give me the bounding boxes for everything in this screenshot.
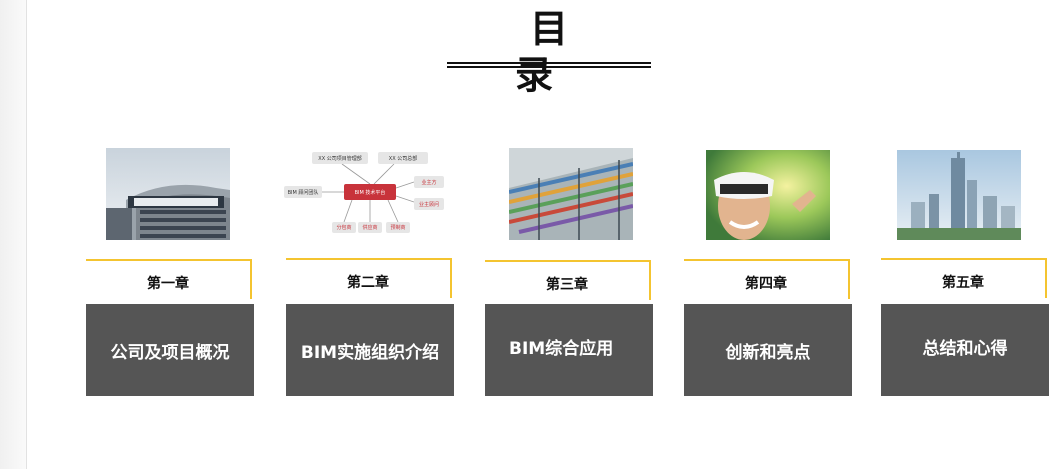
chapter-4-label: 第四章 bbox=[684, 259, 850, 299]
chapter-4-title: 创新和亮点 bbox=[725, 342, 811, 363]
org-box-consult: BIM 顾问团队 bbox=[288, 189, 319, 196]
title-underline-bottom bbox=[447, 66, 651, 68]
org-box-hq: XX 公司总部 bbox=[389, 155, 417, 162]
org-box-pm: XX 公司项目管理部 bbox=[318, 155, 361, 162]
page-title: 目 录 bbox=[514, 7, 598, 97]
org-chart: XX 公司项目管理部 XX 公司总部 BIM 顾问团队 BIM 技术平台 业主方… bbox=[282, 146, 448, 240]
chapter-1-number: 第一章 bbox=[147, 276, 189, 292]
chapter-2-title: BIM实施组织介绍 bbox=[300, 342, 440, 363]
chapter-1-label: 第一章 bbox=[86, 259, 252, 299]
chapter-5-title-box[interactable]: 总结和心得 bbox=[881, 304, 1049, 396]
chapter-5-number: 第五章 bbox=[942, 275, 984, 291]
building-photo bbox=[106, 148, 230, 240]
chapter-5[interactable]: 第五章 总结和心得 bbox=[881, 0, 1051, 469]
chapter-5-label: 第五章 bbox=[881, 258, 1047, 298]
chapter-1-title-box[interactable]: 公司及项目概况 bbox=[86, 304, 254, 396]
chapter-2[interactable]: XX 公司项目管理部 XX 公司总部 BIM 顾问团队 BIM 技术平台 业主方… bbox=[282, 0, 456, 469]
chapter-3-title-box[interactable]: BIM综合应用 bbox=[485, 304, 653, 396]
title-underline-top bbox=[447, 62, 651, 64]
org-box-sub: 分包商 bbox=[336, 224, 351, 231]
chapter-5-title: 总结和心得 bbox=[922, 339, 1008, 359]
chapter-3[interactable]: 第三章 BIM综合应用 bbox=[485, 0, 655, 469]
org-box-prefab: 预制商 bbox=[390, 224, 405, 231]
org-box-owner-consult: 业主顾问 bbox=[419, 201, 439, 208]
chapter-3-number: 第三章 bbox=[546, 277, 588, 293]
chapter-3-label: 第三章 bbox=[485, 260, 651, 300]
chapter-4-number: 第四章 bbox=[745, 276, 787, 292]
chapter-3-title: BIM综合应用 bbox=[509, 339, 614, 359]
slide-left-margin bbox=[0, 0, 27, 469]
chapter-2-title-box[interactable]: BIM实施组织介绍 bbox=[286, 304, 454, 396]
chapter-4-title-box[interactable]: 创新和亮点 bbox=[684, 304, 852, 396]
chapter-1[interactable]: 第一章 公司及项目概况 bbox=[86, 0, 256, 469]
org-box-supplier: 供应商 bbox=[362, 224, 377, 231]
chapter-1-title: 公司及项目概况 bbox=[110, 342, 230, 363]
org-box-owner: 业主方 bbox=[421, 179, 436, 186]
chapter-2-number: 第二章 bbox=[347, 275, 389, 291]
org-box-platform: BIM 技术平台 bbox=[355, 189, 386, 196]
chapter-4[interactable]: 第四章 创新和亮点 bbox=[684, 0, 854, 469]
chapter-2-label: 第二章 bbox=[286, 258, 452, 298]
bim-pipes-render bbox=[509, 148, 633, 240]
skyline-photo bbox=[897, 150, 1021, 240]
vr-headset-photo bbox=[706, 150, 830, 240]
